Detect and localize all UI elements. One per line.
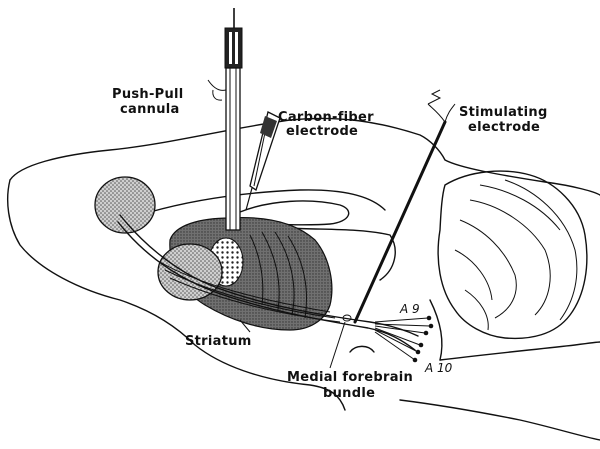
pons-outline — [440, 342, 600, 360]
label-cannula: cannula — [120, 102, 180, 117]
label-a9: A 9 — [399, 302, 420, 316]
label-carbon-electrode: electrode — [286, 124, 358, 139]
cerebellum — [438, 171, 587, 338]
corpus-callosum — [150, 190, 385, 212]
brainstem — [430, 300, 442, 360]
mammillary-outline — [350, 346, 374, 352]
label-stimulating: Stimulating — [459, 105, 548, 120]
label-medial-forebrain: Medial forebrain — [287, 370, 413, 385]
label-bundle: bundle — [323, 386, 375, 401]
label-carbon-fiber: Carbon-fiber — [278, 110, 374, 125]
label-a10: A 10 — [424, 361, 453, 375]
label-striatum: Striatum — [185, 334, 252, 349]
label-stim-electrode: electrode — [468, 120, 540, 135]
ventral-outline — [400, 400, 600, 440]
mfb-leader — [330, 322, 345, 368]
frontal-region — [95, 177, 155, 233]
label-push-pull: Push-Pull — [112, 87, 184, 102]
